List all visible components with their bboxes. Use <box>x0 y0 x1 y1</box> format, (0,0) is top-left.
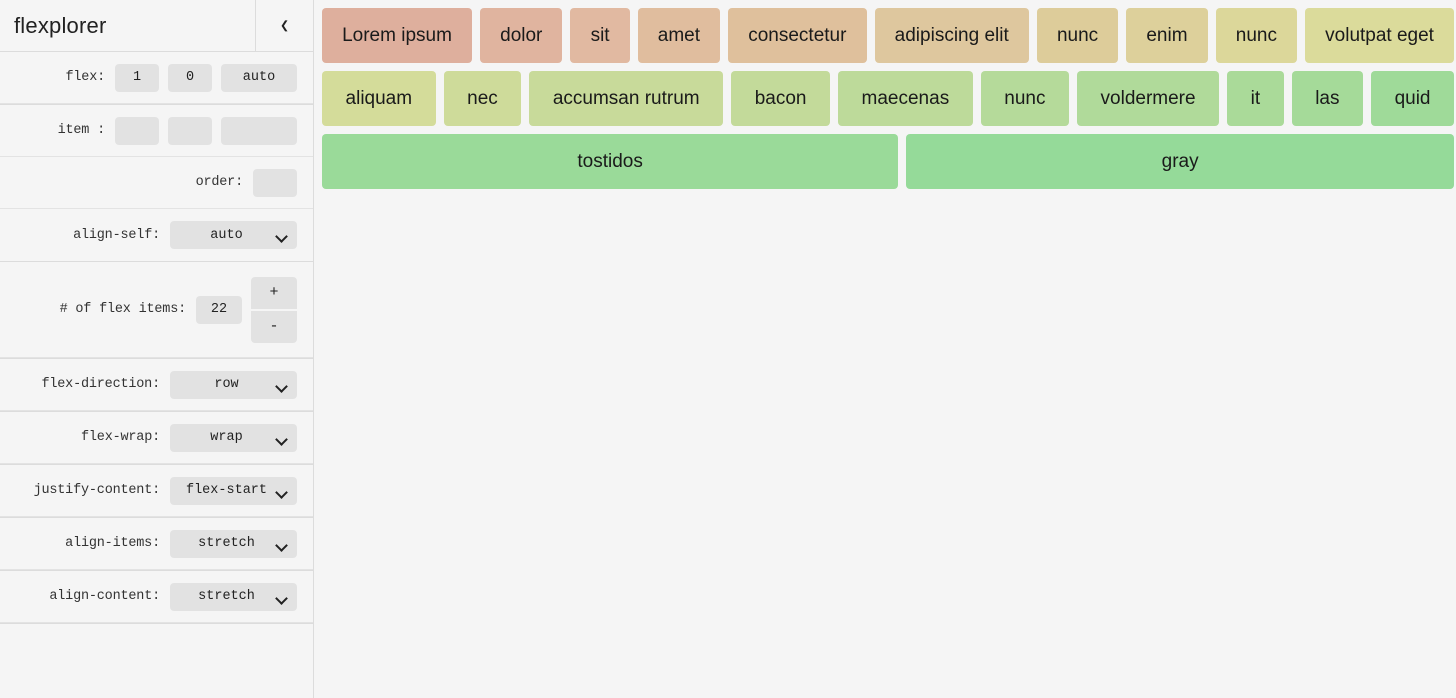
item-field-2[interactable] <box>168 116 212 145</box>
decrement-button[interactable]: - <box>251 310 297 343</box>
order-input[interactable] <box>253 168 297 197</box>
flex-item[interactable]: voldermere <box>1077 71 1220 126</box>
flex-item[interactable]: amet <box>637 8 721 63</box>
flex-item[interactable]: maecenas <box>838 71 973 126</box>
flex-item[interactable]: las <box>1291 71 1364 126</box>
flex-direction-select[interactable]: row <box>170 370 297 399</box>
flex-item[interactable]: nunc <box>1215 8 1298 63</box>
justify-content-row: justify-content: flex-start <box>0 465 313 517</box>
sidebar-header: flexplorer ❮ <box>0 0 313 52</box>
flex-basis-input[interactable] <box>221 63 297 92</box>
quantity-stepper: + - <box>251 276 297 343</box>
section-justify-content: justify-content: flex-start <box>0 465 313 518</box>
align-self-row: align-self: auto <box>0 209 313 261</box>
flex-shrink-input[interactable] <box>168 63 212 92</box>
item-label: item : <box>57 123 106 138</box>
align-content-row: align-content: stretch <box>0 571 313 623</box>
item-field-3[interactable] <box>221 116 297 145</box>
increment-button[interactable]: + <box>251 276 297 309</box>
flex-item[interactable]: nec <box>443 71 522 126</box>
section-item-controls: item : order: align-self: auto <box>0 105 313 262</box>
align-content-select-wrap: stretch <box>170 582 297 611</box>
flex-direction-row: flex-direction: row <box>0 359 313 411</box>
item-count-label: # of flex items: <box>59 302 187 317</box>
align-items-select[interactable]: stretch <box>170 529 297 558</box>
flex-item[interactable]: tostidos <box>322 134 899 189</box>
align-self-label: align-self: <box>73 227 160 243</box>
flex-item[interactable]: gray <box>906 134 1455 189</box>
flex-wrap-row: flex-wrap: wrap <box>0 412 313 464</box>
flex-item[interactable]: aliquam <box>322 71 436 126</box>
flex-item[interactable]: volutpat eget <box>1305 8 1455 63</box>
flex-shorthand-row: flex: <box>0 52 313 104</box>
align-content-select[interactable]: stretch <box>170 582 297 611</box>
align-items-select-wrap: stretch <box>170 529 297 558</box>
align-items-label: align-items: <box>65 536 160 551</box>
page-title: flexplorer <box>14 12 107 38</box>
align-items-row: align-items: stretch <box>0 518 313 570</box>
flex-grow-input[interactable] <box>115 63 159 92</box>
section-align-items: align-items: stretch <box>0 518 313 571</box>
flex-inputs <box>115 63 297 92</box>
align-content-label: align-content: <box>49 589 160 604</box>
align-self-select[interactable]: auto <box>170 221 297 249</box>
flex-wrap-select[interactable]: wrap <box>170 423 297 452</box>
flex-item[interactable]: adipiscing elit <box>874 8 1029 63</box>
item-count-row: # of flex items: + - <box>0 262 313 358</box>
justify-content-select-wrap: flex-start <box>170 476 297 505</box>
chevron-left-icon[interactable]: ❮ <box>255 0 313 51</box>
align-self-select-wrap: auto <box>170 221 297 249</box>
section-item-count: # of flex items: + - <box>0 262 313 359</box>
flex-direction-select-wrap: row <box>170 370 297 399</box>
item-row: item : <box>0 105 313 157</box>
flex-item[interactable]: consectetur <box>728 8 867 63</box>
section-flex-direction: flex-direction: row <box>0 359 313 412</box>
flex-item[interactable]: dolor <box>480 8 563 63</box>
controls-sidebar: flexplorer ❮ flex: item : <box>0 0 314 698</box>
flex-item[interactable]: it <box>1227 71 1284 126</box>
item-field-1[interactable] <box>115 116 159 145</box>
justify-content-select[interactable]: flex-start <box>170 476 297 505</box>
flex-item[interactable]: Lorem ipsum <box>322 8 473 63</box>
flex-item[interactable]: bacon <box>731 71 830 126</box>
flex-item[interactable]: nunc <box>1036 8 1119 63</box>
flex-wrap-select-wrap: wrap <box>170 423 297 452</box>
flex-item[interactable]: enim <box>1126 8 1208 63</box>
flex-item[interactable]: nunc <box>980 71 1069 126</box>
flex-item[interactable]: accumsan rutrum <box>529 71 724 126</box>
flex-wrap-label: flex-wrap: <box>80 430 160 445</box>
justify-content-label: justify-content: <box>33 483 161 498</box>
item-count-input[interactable] <box>196 295 242 324</box>
flex-item[interactable]: sit <box>570 8 630 63</box>
section-flex-wrap: flex-wrap: wrap <box>0 412 313 465</box>
flex-direction-label: flex-direction: <box>41 377 160 392</box>
order-label: order: <box>195 175 244 190</box>
order-row: order: <box>0 157 313 209</box>
section-align-content: align-content: stretch <box>0 571 313 624</box>
item-inputs <box>115 116 297 145</box>
flex-label: flex: <box>65 70 105 85</box>
flex-item[interactable]: quid <box>1371 71 1455 126</box>
section-flex-shorthand: flex: <box>0 52 313 105</box>
